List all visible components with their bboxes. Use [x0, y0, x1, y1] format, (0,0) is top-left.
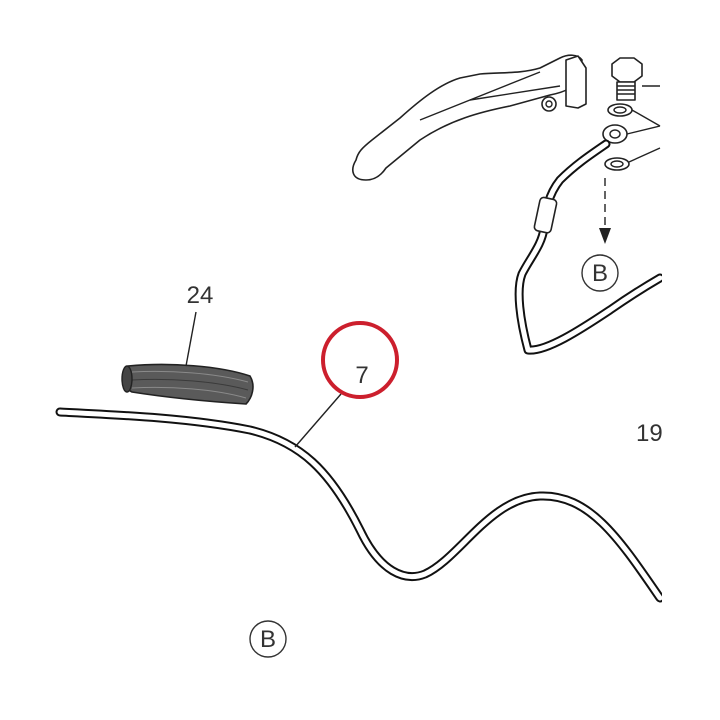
part-7-hose: [55, 393, 665, 603]
banjo-fitting-group: [599, 57, 661, 244]
highlight-circle: [321, 321, 399, 399]
label-ref-b-bottom: B: [260, 626, 276, 653]
lever-assembly: [352, 54, 587, 181]
label-part-24: 24: [187, 282, 214, 309]
crop-edge: [662, 0, 720, 720]
label-ref-b-top: B: [592, 260, 608, 287]
reference-circle-b-top: [581, 254, 619, 292]
upper-hose: [514, 139, 665, 355]
label-part-19-partial: 19: [636, 420, 663, 447]
reference-circle-b-bottom: [249, 620, 287, 658]
part-24-sleeve: [121, 311, 254, 405]
label-part-7: 7: [355, 362, 368, 389]
